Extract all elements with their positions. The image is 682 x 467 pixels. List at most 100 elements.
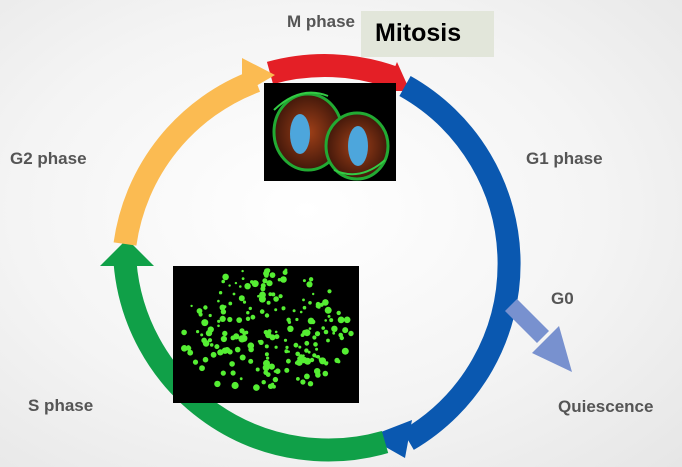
replication-focus	[329, 318, 334, 323]
replication-focus	[308, 327, 312, 330]
replication-focus	[181, 329, 187, 336]
replication-focus	[250, 314, 256, 320]
replication-focus	[196, 330, 200, 334]
replication-focus	[341, 347, 349, 355]
replication-focus	[284, 268, 288, 272]
replication-focus	[295, 317, 299, 322]
replication-focus	[208, 313, 212, 318]
replication-focus	[264, 268, 270, 274]
replication-focus	[248, 358, 254, 364]
replication-focus	[267, 329, 272, 334]
mitosis-label: Mitosis	[375, 19, 462, 47]
replication-focus	[230, 370, 236, 376]
replication-focus	[324, 306, 332, 314]
replication-focus	[280, 276, 287, 283]
replication-focus	[302, 305, 307, 310]
replication-focus	[274, 308, 278, 312]
replication-focus	[201, 337, 207, 344]
replication-focus	[221, 279, 225, 284]
replication-focus	[294, 361, 299, 365]
replication-focus	[323, 329, 329, 335]
replication-focus	[312, 335, 317, 340]
m-phase-label: M phase	[287, 12, 356, 31]
replication-focus	[222, 330, 228, 337]
replication-focus	[238, 295, 245, 302]
replication-focus	[296, 377, 300, 381]
replication-focus	[244, 283, 251, 290]
replication-focus	[309, 357, 315, 363]
replication-focus	[269, 334, 276, 341]
replication-focus	[264, 313, 270, 318]
replication-focus	[236, 317, 243, 323]
replication-focus	[315, 301, 321, 307]
g2-phase-label: G2 phase	[10, 149, 87, 168]
replication-focus	[257, 340, 261, 343]
replication-focus	[274, 368, 281, 375]
replication-focus	[262, 278, 268, 284]
g2-phase-arrowhead	[242, 58, 275, 94]
replication-focus	[267, 383, 274, 389]
replication-focus	[263, 370, 269, 375]
replication-focus	[336, 310, 341, 316]
replication-focus	[239, 354, 246, 361]
replication-focus	[241, 277, 245, 280]
replication-focus	[240, 334, 248, 342]
replication-focus	[269, 272, 276, 278]
replication-focus	[266, 280, 273, 287]
replication-focus	[242, 300, 247, 304]
replication-focus	[322, 370, 329, 377]
replication-focus	[203, 305, 208, 310]
replication-focus	[287, 320, 292, 324]
replication-focus	[263, 330, 269, 335]
replication-focus	[285, 345, 289, 349]
g1-phase-arc	[399, 75, 521, 450]
g1-phase-label: G1 phase	[526, 149, 603, 168]
g0-exit-arrow	[504, 298, 550, 344]
replication-focus	[307, 381, 314, 387]
replication-focus	[278, 294, 283, 299]
replication-focus	[201, 319, 209, 327]
replication-focus	[326, 338, 330, 343]
replication-focus	[304, 348, 309, 353]
m-phase-arc	[266, 54, 399, 89]
replication-focus	[298, 345, 302, 349]
replication-focus	[281, 306, 286, 311]
replication-focus	[273, 370, 277, 373]
replication-focus	[308, 277, 314, 282]
replication-focus	[241, 269, 244, 273]
replication-focus	[232, 292, 236, 296]
replication-focus	[217, 299, 220, 303]
replication-focus	[259, 309, 265, 314]
replication-focus	[245, 316, 251, 321]
replication-focus	[301, 356, 308, 364]
replication-focus	[227, 349, 233, 355]
replication-focus	[348, 330, 354, 337]
replication-focus	[273, 296, 279, 302]
replication-focus	[196, 308, 203, 314]
replication-focus	[251, 280, 259, 288]
replication-focus	[234, 346, 241, 353]
replication-focus	[339, 335, 344, 341]
replication-focus	[190, 304, 193, 308]
quiescence-label: Quiescence	[558, 397, 654, 416]
s-phase-arrowhead	[100, 239, 154, 266]
replication-focus	[217, 349, 224, 356]
replication-focus	[222, 273, 229, 281]
mitosis-micrograph	[264, 83, 396, 181]
replication-focus	[315, 347, 319, 351]
replication-focus	[248, 346, 254, 353]
replication-focus	[336, 359, 341, 364]
replication-focus	[262, 364, 270, 372]
replication-focus	[181, 345, 188, 352]
replication-focus	[287, 325, 294, 332]
replication-focus	[313, 342, 318, 347]
replication-focus	[239, 328, 245, 334]
replication-focus	[239, 285, 242, 288]
mitosis-box: Mitosis	[361, 11, 494, 57]
replication-focus	[342, 327, 349, 334]
replication-focus	[307, 317, 315, 325]
replication-focus	[302, 279, 306, 283]
replication-focus	[214, 380, 221, 388]
replication-focus	[207, 326, 214, 333]
replication-focus	[266, 300, 271, 305]
